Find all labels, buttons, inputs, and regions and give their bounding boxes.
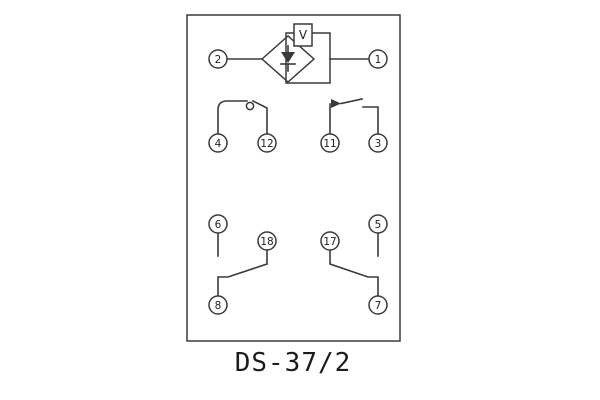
terminal-number: 7: [375, 300, 382, 312]
terminal-12: 12: [257, 133, 277, 153]
terminal-8: 8: [208, 295, 228, 315]
terminal-7: 7: [368, 295, 388, 315]
contact-moving-arm: [340, 98, 363, 105]
terminal-circle: [208, 214, 228, 234]
terminal-3: 3: [368, 133, 388, 153]
contact-moving-arm: [251, 99, 268, 135]
terminal-circle: [368, 295, 388, 315]
relay-case-border: [186, 14, 401, 342]
contact-fixed-arm: [362, 106, 379, 135]
diagram-caption: DS-37/2: [235, 348, 352, 378]
voltage-element-label: V: [299, 28, 308, 42]
contact-6-18-8: [217, 232, 268, 297]
terminal-number: 1: [375, 54, 382, 66]
terminal-2: 2: [208, 49, 228, 69]
contact-fixed-arm: [217, 100, 248, 135]
contact-blade: [217, 249, 268, 297]
terminal-circle: [320, 133, 340, 153]
voltage-element-box: [293, 23, 313, 47]
terminal-11: 11: [320, 133, 340, 153]
terminal-circle: [320, 231, 340, 251]
contact-4-12: [217, 99, 268, 135]
terminal-number: 3: [375, 138, 382, 150]
terminal-circle: [368, 49, 388, 69]
diode-icon: [280, 45, 296, 72]
terminal-number: 4: [215, 138, 222, 150]
terminal-number: 17: [323, 236, 336, 248]
terminal-circle: [368, 133, 388, 153]
terminal-number: 8: [215, 300, 222, 312]
terminal-number: 5: [375, 219, 382, 231]
contact-5-17-7: [329, 232, 379, 297]
terminal-number: 11: [323, 138, 336, 150]
terminal-circle: [368, 214, 388, 234]
diode-triangle: [281, 52, 295, 63]
voltage-input-section: V: [226, 23, 370, 84]
terminal-17: 17: [320, 231, 340, 251]
rectifier-bridge-diamond: [260, 34, 316, 84]
terminal-circle: [208, 295, 228, 315]
terminal-18: 18: [257, 231, 277, 251]
terminal-number: 12: [260, 138, 273, 150]
terminal-circle: [208, 49, 228, 69]
contact-arrow-icon: [331, 99, 341, 108]
contact-roller-icon: [245, 101, 255, 111]
terminal-4: 4: [208, 133, 228, 153]
terminal-number: 6: [215, 219, 222, 231]
terminal-circle: [208, 133, 228, 153]
terminal-1: 1: [368, 49, 388, 69]
terminal-6: 6: [208, 214, 228, 234]
terminal-circle: [257, 133, 277, 153]
contact-blade: [329, 249, 379, 297]
terminal-number: 2: [215, 54, 222, 66]
terminal-number: 18: [260, 236, 273, 248]
terminal-circle: [257, 231, 277, 251]
contact-11-3: [329, 98, 379, 135]
terminal-5: 5: [368, 214, 388, 234]
